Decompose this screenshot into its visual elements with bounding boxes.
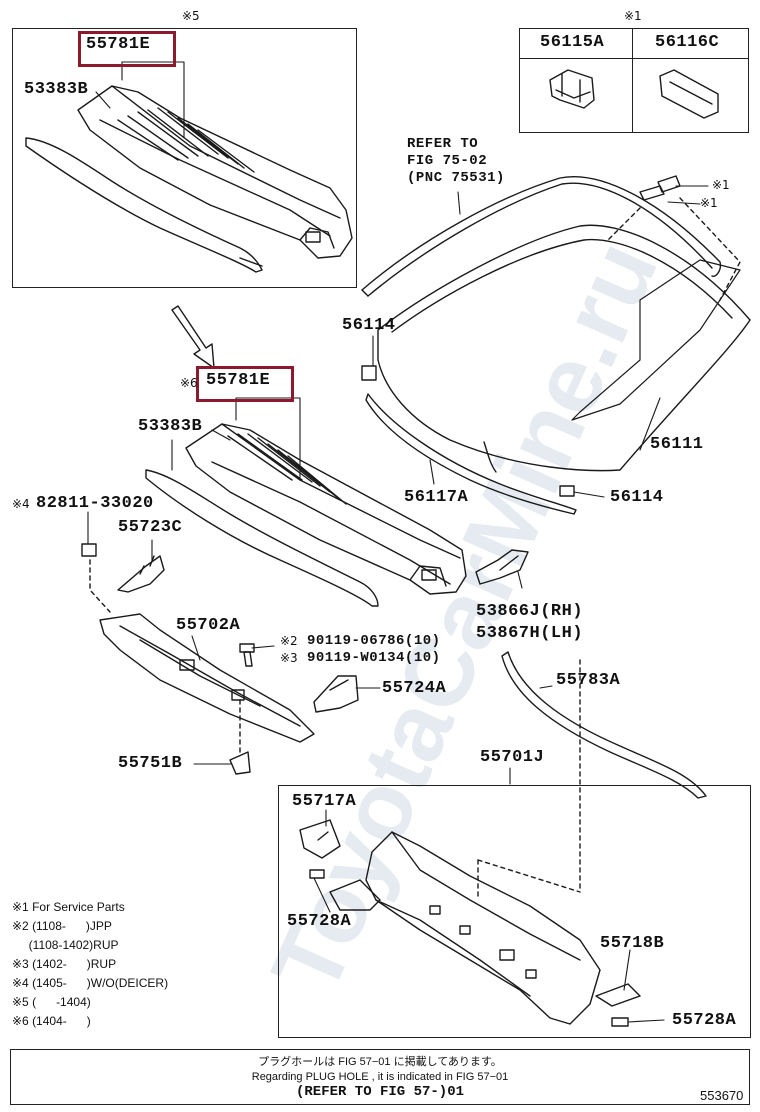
- part-label-90119-w0134[interactable]: 90119-W0134(10): [307, 650, 441, 666]
- footnote-5: ※5 ( -1404): [12, 995, 91, 1009]
- inset-cowl-drawing: [25, 85, 353, 273]
- plug-hole-note-box: プラグホールは FIG 57−01 に掲載してあります。 Regarding P…: [10, 1049, 750, 1105]
- view-arrow: [171, 305, 215, 369]
- cowl-side-extension-drawing: [475, 549, 529, 585]
- refer-line-1: REFER TO: [407, 136, 479, 152]
- part-label-55717a[interactable]: 55717A: [292, 792, 357, 811]
- part-label-82811[interactable]: 82811-33020: [36, 494, 154, 513]
- plug-hole-note-en: Regarding PLUG HOLE , it is indicated in…: [251, 1071, 509, 1083]
- diagram-number: 553670: [700, 1088, 744, 1103]
- highlight-55781e-main: [196, 366, 294, 402]
- highlight-55781e-top: [78, 31, 176, 67]
- footnote-6: ※6 (1404- ): [12, 1014, 91, 1028]
- windshield-drawing: [361, 175, 751, 515]
- service-part-table-header-line: [519, 58, 749, 59]
- part-label-55718b[interactable]: 55718B: [600, 934, 665, 953]
- cowl-bracket-drawing: [81, 543, 359, 775]
- part-label-90119-06786[interactable]: 90119-06786(10): [307, 633, 441, 649]
- mark-6-main: ※6: [180, 376, 198, 390]
- part-label-55751b[interactable]: 55751B: [118, 754, 183, 773]
- mark-1-b: ※1: [700, 196, 718, 210]
- part-label-53866j[interactable]: 53866J(RH): [476, 602, 584, 621]
- inset-frame-top: [12, 28, 357, 288]
- part-label-56117a[interactable]: 56117A: [404, 488, 469, 507]
- part-label-56116c[interactable]: 56116C: [655, 33, 720, 52]
- part-label-55724a[interactable]: 55724A: [382, 679, 447, 698]
- plug-hole-note-jp: プラグホールは FIG 57−01 に掲載してあります。: [258, 1056, 502, 1068]
- cowl-panel-drawing: [299, 659, 641, 1027]
- mark-4: ※4: [12, 497, 30, 511]
- part-label-55783a[interactable]: 55783A: [556, 671, 621, 690]
- part-label-53383b-top[interactable]: 53383B: [24, 80, 89, 99]
- part-label-55781e-top[interactable]: 55781E: [86, 35, 151, 54]
- mark-3: ※3: [280, 651, 298, 665]
- service-part-table: [519, 28, 749, 133]
- front-seal-drawing: [501, 651, 707, 799]
- plug-hole-refer[interactable]: (REFER TO FIG 57-)01: [295, 1084, 465, 1100]
- part-label-56115a[interactable]: 56115A: [540, 33, 605, 52]
- mark-1-a: ※1: [712, 178, 730, 192]
- part-label-55702a[interactable]: 55702A: [176, 616, 241, 635]
- part-label-53867h[interactable]: 53867H(LH): [476, 624, 584, 643]
- refer-line-3[interactable]: (PNC 75531): [407, 170, 505, 186]
- footnote-3: ※3 (1402- )RUP: [12, 957, 117, 971]
- clip-56116c-drawing: [659, 69, 719, 119]
- mark-5-top: ※5: [182, 9, 200, 23]
- footnote-4: ※4 (1405- )W/O(DEICER): [12, 976, 169, 990]
- part-label-56114-right[interactable]: 56114: [610, 488, 664, 507]
- part-label-53383b-main[interactable]: 53383B: [138, 417, 203, 436]
- footnote-2b: (1108-1402)RUP: [12, 938, 119, 952]
- part-label-56114-left[interactable]: 56114: [342, 316, 396, 335]
- inset-frame-bottom: [278, 785, 751, 1038]
- mark-2: ※2: [280, 634, 298, 648]
- part-label-56111[interactable]: 56111: [650, 435, 704, 454]
- part-label-55781e-main[interactable]: 55781E: [206, 371, 271, 390]
- cowl-top-drawing: [145, 423, 467, 607]
- part-label-55728a-right[interactable]: 55728A: [672, 1011, 737, 1030]
- footnote-1: ※1 For Service Parts: [12, 900, 125, 914]
- part-label-55723c[interactable]: 55723C: [118, 518, 183, 537]
- footnote-2: ※2 (1108- )JPP: [12, 919, 112, 933]
- service-part-table-divider: [632, 28, 633, 133]
- part-label-55728a-left[interactable]: 55728A: [287, 912, 352, 931]
- refer-line-2: FIG 75-02: [407, 153, 488, 169]
- mark-1-top: ※1: [624, 9, 642, 23]
- part-label-55701j[interactable]: 55701J: [480, 748, 545, 767]
- clip-56115a-drawing: [549, 69, 595, 109]
